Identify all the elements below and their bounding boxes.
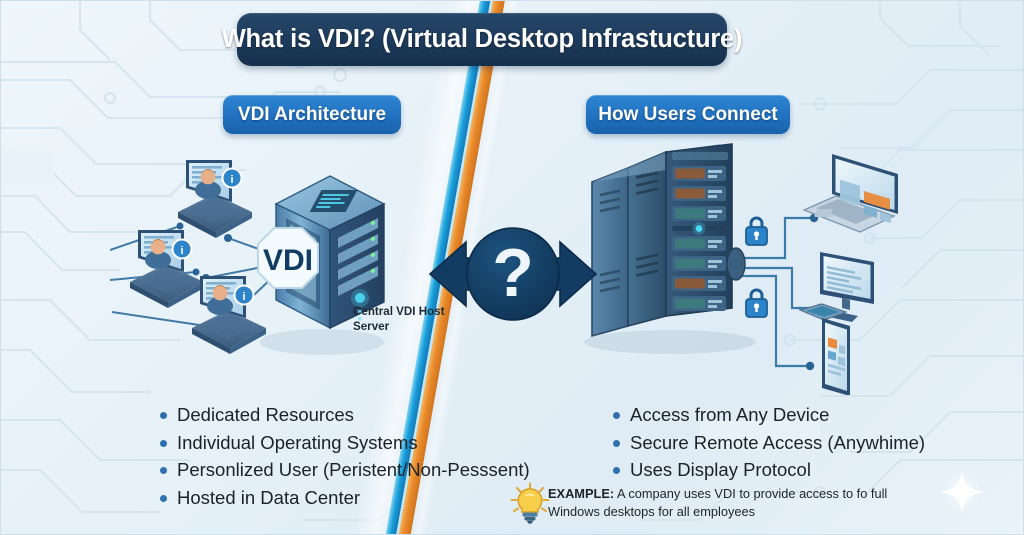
bullet-dot-icon bbox=[613, 439, 620, 447]
vdi-badge: VDI bbox=[257, 227, 319, 289]
list-item: Dedicated Resources bbox=[160, 404, 530, 425]
example-text: EXAMPLE: A company uses VDI to provide a… bbox=[548, 485, 926, 520]
device-laptop bbox=[802, 154, 898, 233]
vdi-architecture-illustration: i i bbox=[110, 160, 386, 355]
server-rack-graphic bbox=[591, 143, 746, 338]
svg-text:i: i bbox=[180, 245, 183, 257]
bullet-dot-icon bbox=[613, 412, 620, 419]
user-laptop: i bbox=[130, 230, 204, 308]
list-item: Uses Display Protocol bbox=[613, 459, 925, 480]
lock-icon bbox=[745, 288, 768, 318]
question-mark-symbol: ? bbox=[492, 235, 534, 311]
list-item: Hosted in Data Center bbox=[160, 487, 530, 508]
bullet-dot-icon bbox=[160, 467, 167, 474]
list-item: Secure Remote Access (Anywhime) bbox=[613, 432, 925, 453]
lightbulb-icon bbox=[510, 482, 550, 524]
list-item-label: Dedicated Resources bbox=[177, 404, 354, 425]
list-item-label: Hosted in Data Center bbox=[177, 486, 361, 508]
vdi-badge-label: VDI bbox=[263, 244, 313, 277]
list-item-label: Personlized User (Peristent/Non-Pesssent… bbox=[177, 459, 530, 480]
user-laptop: i bbox=[192, 276, 266, 354]
list-item: Personlized User (Peristent/Non-Pesssent… bbox=[160, 459, 530, 480]
page-title: What is VDI? (Virtual Desktop Infrastuct… bbox=[222, 13, 743, 66]
device-desktop-monitor bbox=[798, 252, 874, 322]
list-item: Individual Operating Systems bbox=[160, 432, 530, 453]
user-laptop: i bbox=[178, 160, 252, 238]
bullet-dot-icon bbox=[613, 467, 620, 474]
list-item-label: Secure Remote Access (Anywhime) bbox=[630, 431, 926, 453]
list-item: Access from Any Device bbox=[613, 404, 925, 425]
list-item-label: Individual Operating Systems bbox=[177, 431, 418, 453]
page-title-text: What is VDI? (Virtual Desktop Infrastuct… bbox=[221, 25, 743, 53]
section-header-how-users-connect: How Users Connect bbox=[586, 95, 790, 134]
vdi-architecture-bullet-list: Dedicated Resources Individual Operating… bbox=[160, 404, 530, 514]
list-item-label: Access from Any Device bbox=[630, 404, 830, 425]
how-users-connect-illustration bbox=[584, 143, 898, 395]
section-header-left-label: VDI Architecture bbox=[237, 103, 387, 125]
device-smartphone bbox=[822, 318, 850, 395]
example-callout: EXAMPLE: A company uses VDI to provide a… bbox=[508, 482, 928, 530]
list-item-label: Uses Display Protocol bbox=[630, 459, 811, 480]
question-mark-badge: ? bbox=[428, 227, 598, 321]
bullet-dot-icon bbox=[160, 412, 167, 419]
sparkle-decoration bbox=[939, 469, 985, 515]
how-users-connect-bullet-list: Access from Any Device Secure Remote Acc… bbox=[613, 404, 925, 487]
bullet-dot-icon bbox=[160, 439, 167, 447]
section-header-vdi-architecture: VDI Architecture bbox=[223, 95, 401, 134]
bullet-dot-icon bbox=[160, 494, 167, 502]
svg-text:i: i bbox=[242, 291, 245, 303]
section-header-right-label: How Users Connect bbox=[598, 103, 778, 125]
lock-icon bbox=[745, 216, 768, 246]
example-label: EXAMPLE: bbox=[548, 486, 615, 501]
svg-text:i: i bbox=[230, 174, 233, 186]
